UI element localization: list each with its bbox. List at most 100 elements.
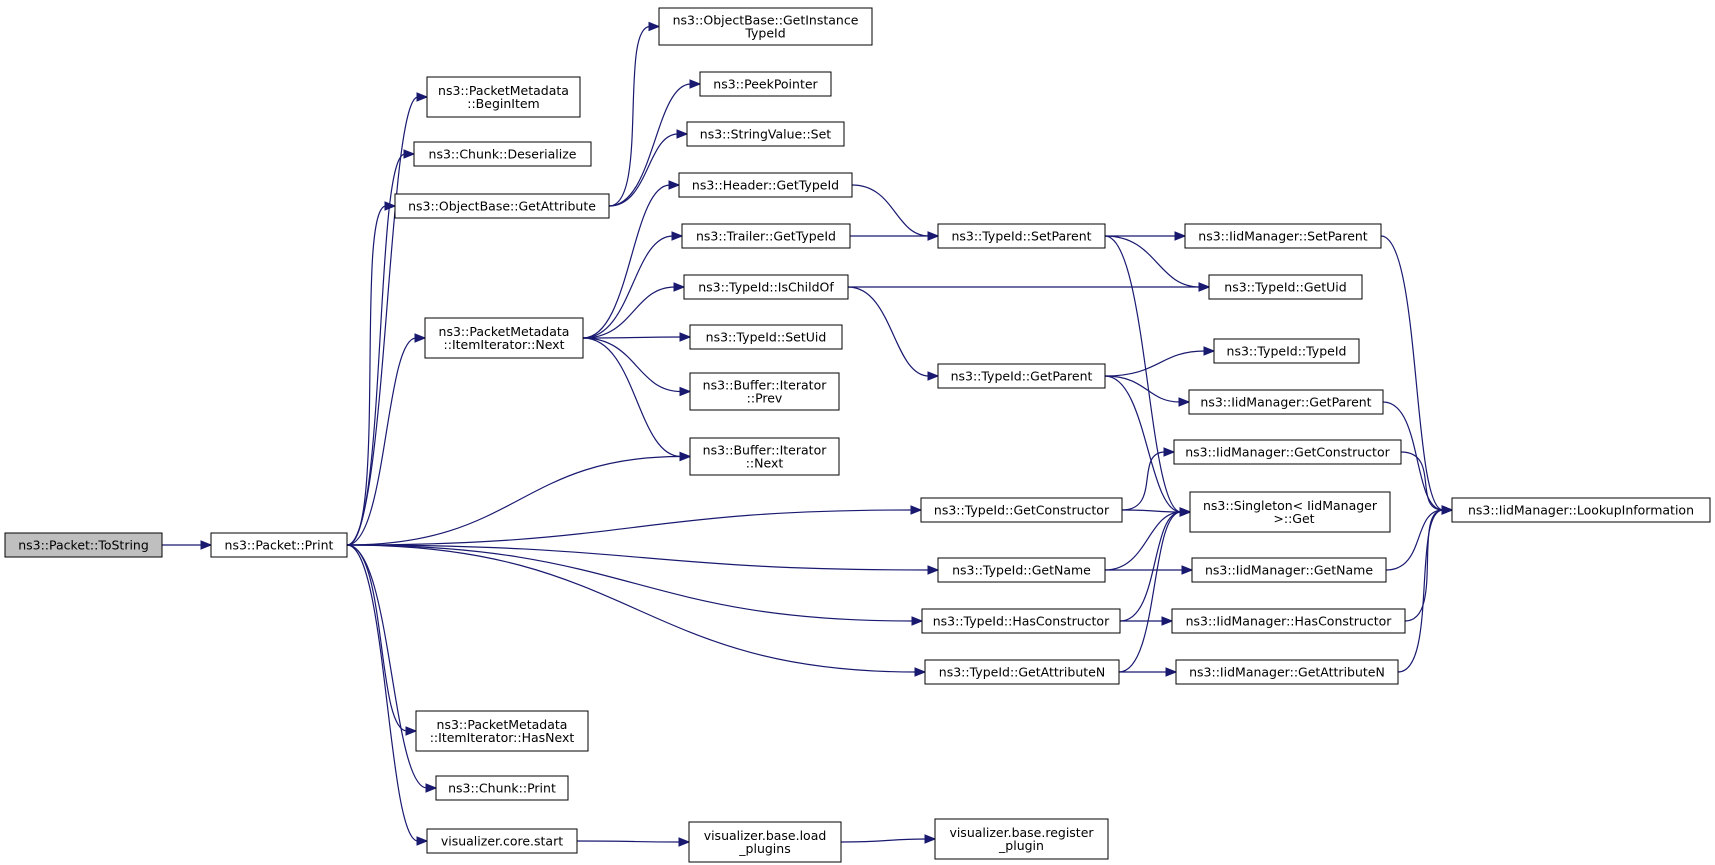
node-print[interactable]: ns3::Packet::Print: [210, 532, 348, 558]
node-buf-next[interactable]: ns3::Buffer::Iterator::Next: [689, 437, 840, 476]
node-box: [424, 317, 584, 359]
edge-print-to-ob_getattribute: [346, 205, 387, 546]
edge-typeid_getparent-to-iid_getparent: [1104, 375, 1181, 403]
node-label: ns3::Chunk::Deserialize: [429, 147, 577, 162]
edge-typeid_getattributen-to-singleton_get: [1118, 511, 1182, 673]
node-box: [921, 608, 1121, 634]
node-label: ns3::Chunk::Print: [448, 781, 556, 796]
node-label: ns3::PacketMetadata: [439, 324, 570, 339]
node-box: [1188, 389, 1384, 415]
node-box: [924, 659, 1120, 685]
node-typeid-setuid[interactable]: ns3::TypeId::SetUid: [689, 324, 843, 350]
node-label: ::ItemIterator::HasNext: [430, 730, 575, 745]
edge-print-to-typeid_getname: [346, 544, 930, 571]
node-header-gettypeid[interactable]: ns3::Header::GetTypeId: [678, 172, 853, 198]
node-label: _plugin: [998, 838, 1044, 853]
node-chunk-print[interactable]: ns3::Chunk::Print: [435, 775, 569, 801]
node-label: ns3::IidManager::GetParent: [1200, 395, 1371, 410]
node-trailer-gettypeid[interactable]: ns3::Trailer::GetTypeId: [681, 223, 851, 249]
edge-viz_load_plugins-to-viz_register_plugin: [840, 838, 927, 843]
node-typeid-getuid[interactable]: ns3::TypeId::GetUid: [1208, 274, 1363, 300]
arrowhead-icon: [414, 333, 427, 343]
node-label: ::Prev: [747, 391, 783, 406]
node-viz-register-plugin[interactable]: visualizer.base.register_plugin: [934, 818, 1109, 860]
node-peekpointer[interactable]: ns3::PeekPointer: [699, 71, 832, 97]
arrowhead-icon: [924, 834, 937, 844]
node-viz-load-plugins[interactable]: visualizer.base.load_plugins: [688, 821, 842, 863]
arrowhead-icon: [914, 667, 927, 677]
node-box: [678, 172, 853, 198]
node-label: ns3::TypeId::GetAttributeN: [939, 665, 1105, 680]
edge-typeid_setparent-to-singleton_get: [1104, 235, 1182, 513]
node-iid-setparent[interactable]: ns3::IidManager::SetParent: [1184, 223, 1382, 249]
edge-print-to-typeid_hasconstructor: [346, 544, 914, 622]
edge-pm_next-to-typeid_ischildof: [582, 286, 676, 339]
node-pm-hasnext[interactable]: ns3::PacketMetadata::ItemIterator::HasNe…: [415, 710, 589, 752]
node-box: [688, 821, 842, 863]
edge-print-to-typeid_getattributen: [346, 544, 917, 673]
arrowhead-icon: [1174, 231, 1187, 241]
node-box: [689, 372, 840, 411]
node-typeid-getname[interactable]: ns3::TypeId::GetName: [937, 557, 1106, 583]
node-ob-getattribute[interactable]: ns3::ObjectBase::GetAttribute: [394, 193, 610, 219]
node-label: ::Next: [746, 456, 784, 471]
node-label: ns3::IidManager::SetParent: [1198, 229, 1368, 244]
arrowhead-icon: [679, 386, 692, 397]
node-label: ns3::Singleton< IidManager: [1203, 498, 1378, 513]
node-chunk-deserialize[interactable]: ns3::Chunk::Deserialize: [413, 141, 592, 167]
node-label: _plugins: [738, 841, 790, 856]
edge-iid_setparent-to-iid_lookupinformation: [1380, 235, 1444, 511]
node-iid-getname[interactable]: ns3::IidManager::GetName: [1191, 557, 1387, 583]
node-box: [683, 274, 849, 300]
node-box: [1171, 608, 1406, 634]
node-label: visualizer.base.load: [704, 828, 827, 843]
edge-iid_getattributen-to-iid_lookupinformation: [1397, 509, 1444, 673]
arrowhead-icon: [416, 836, 429, 846]
node-typeid-getparent[interactable]: ns3::TypeId::GetParent: [937, 363, 1106, 389]
node-typeid-getattributen[interactable]: ns3::TypeId::GetAttributeN: [924, 659, 1120, 685]
node-pm-beginitem[interactable]: ns3::PacketMetadata::BeginItem: [426, 76, 581, 118]
edge-pm_next-to-typeid_setuid: [582, 336, 682, 339]
edge-print-to-pm_hasnext: [346, 544, 408, 732]
node-box: [435, 775, 569, 801]
node-label: ns3::Packet::Print: [225, 538, 334, 553]
edges-layer: [161, 21, 1454, 847]
node-iid-getconstructor[interactable]: ns3::IidManager::GetConstructor: [1173, 439, 1402, 465]
node-box: [210, 532, 348, 558]
node-typeid-hasconstructor[interactable]: ns3::TypeId::HasConstructor: [921, 608, 1121, 634]
edge-typeid_getconstructor-to-iid_getconstructor: [1121, 451, 1166, 511]
node-buf-prev[interactable]: ns3::Buffer::Iterator::Prev: [689, 372, 840, 411]
arrowhead-icon: [911, 616, 924, 626]
node-label: TypeId: [744, 26, 785, 41]
node-typeid-typeid[interactable]: ns3::TypeId::TypeId: [1213, 338, 1360, 364]
node-iid-lookupinformation[interactable]: ns3::IidManager::LookupInformation: [1451, 497, 1711, 523]
edge-typeid_getconstructor-to-singleton_get: [1121, 509, 1182, 513]
arrowhead-icon: [671, 231, 684, 241]
node-label: ns3::TypeId::GetUid: [1224, 280, 1346, 295]
node-label: ns3::TypeId::HasConstructor: [933, 614, 1110, 629]
node-iid-hasconstructor[interactable]: ns3::IidManager::HasConstructor: [1171, 608, 1406, 634]
node-iid-getattributen[interactable]: ns3::IidManager::GetAttributeN: [1175, 659, 1399, 685]
edge-ob_getattribute-to-stringvalue_set: [608, 133, 679, 207]
node-label: ns3::ObjectBase::GetAttribute: [408, 199, 596, 214]
node-iid-getparent[interactable]: ns3::IidManager::GetParent: [1188, 389, 1384, 415]
edge-pm_next-to-buf_prev: [582, 337, 682, 393]
node-pm-next[interactable]: ns3::PacketMetadata::ItemIterator::Next: [424, 317, 584, 359]
node-singleton-get[interactable]: ns3::Singleton< IidManager >::Get: [1189, 491, 1391, 533]
arrowhead-icon: [927, 231, 940, 241]
node-typeid-ischildof[interactable]: ns3::TypeId::IsChildOf: [683, 274, 849, 300]
edge-typeid_getname-to-singleton_get: [1104, 511, 1182, 571]
node-typeid-getconstructor[interactable]: ns3::TypeId::GetConstructor: [920, 497, 1123, 523]
node-stringvalue-set[interactable]: ns3::StringValue::Set: [686, 121, 845, 147]
node-label: ::ItemIterator::Next: [444, 337, 565, 352]
node-box: [415, 710, 589, 752]
node-viz-start[interactable]: visualizer.core.start: [426, 828, 578, 854]
node-label: ns3::TypeId::IsChildOf: [698, 280, 834, 295]
edge-typeid_getparent-to-singleton_get: [1104, 375, 1182, 513]
node-typeid-setparent[interactable]: ns3::TypeId::SetParent: [937, 223, 1106, 249]
edge-print-to-chunk_print: [346, 544, 428, 789]
node-box: [1189, 491, 1391, 533]
arrowhead-icon: [1178, 397, 1191, 407]
arrowhead-icon: [678, 837, 691, 847]
